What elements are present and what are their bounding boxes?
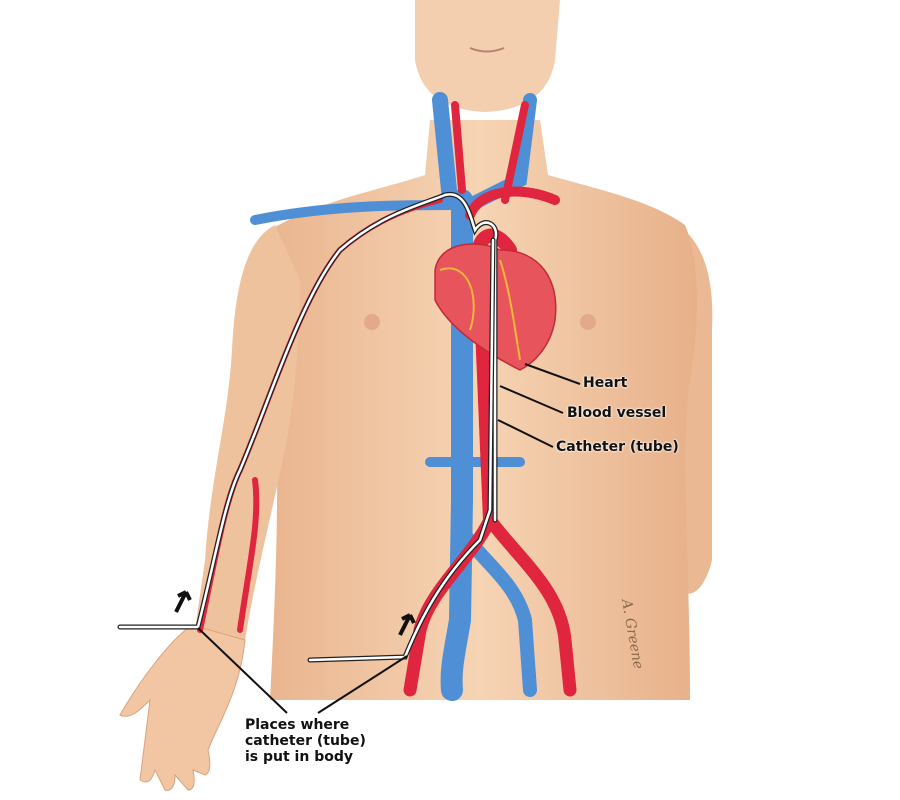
arrow-icon	[174, 590, 192, 613]
label-heart: Heart	[583, 375, 628, 391]
label-catheter: Catheter (tube)	[556, 439, 679, 455]
label-blood-vessel: Blood vessel	[567, 405, 667, 421]
label-insertion-places: Places where catheter (tube) is put in b…	[245, 717, 385, 765]
veins	[250, 92, 537, 701]
head	[415, 0, 560, 112]
leader-lines	[197, 363, 581, 714]
arrow-icon	[398, 613, 416, 636]
hand	[119, 624, 246, 791]
catheter-lines	[117, 191, 499, 663]
label-line: catheter (tube)	[245, 733, 366, 749]
label-line: Places where	[245, 717, 350, 733]
label-line: is put in body	[245, 749, 353, 765]
